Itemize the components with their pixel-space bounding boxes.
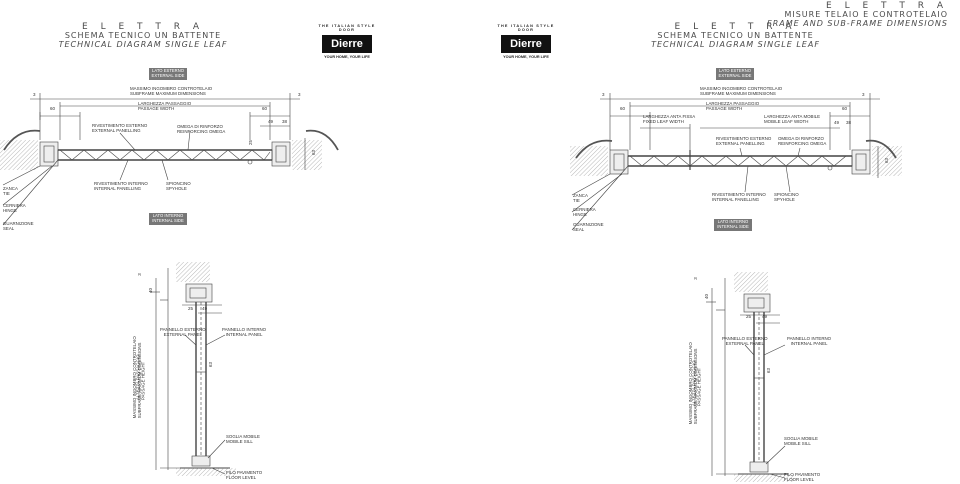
plan-left-drawing: [0, 93, 339, 226]
label-filo: FILO PAVIMENTO FLOOR LEVEL: [226, 470, 263, 481]
label-pan-est: PANNELLO ESTERNO EXTERNAL PANEL: [160, 327, 206, 338]
far-right-title-line2: MISURE TELAIO E CONTROTELAIO: [784, 10, 948, 20]
dim-60: 60: [262, 106, 268, 111]
far-right-title-line3: FRAME AND SUB-FRAME DIMENSIONS: [767, 19, 948, 29]
dim-40: 40: [148, 287, 154, 294]
brand-tagline: YOUR HOME, YOUR LIFE: [324, 55, 370, 59]
label-spioncino: SPIONCINO SPYHOLE: [166, 181, 191, 192]
label-mobile: LARGHEZZA ANTA MOBILE MOBILE LEAF WIDTH: [764, 114, 821, 125]
label-pan-est: PANNELLO ESTERNO EXTERNAL PANEL: [722, 336, 768, 347]
label-pan-int: PANNELLO INTERNO INTERNAL PANEL: [787, 336, 832, 347]
label-soglia: SOGLIA MOBILE MOBILE SILL: [784, 436, 818, 447]
brand-tagline-top: THE ITALIAN STYLE DOOR: [318, 24, 376, 32]
right-title-line2: SCHEMA TECNICO UN BATTENTE: [657, 31, 814, 41]
dim-3: 3: [602, 92, 605, 97]
label-larghezza: LARGHEZZA PASSAGGIO PASSAGE WIDTH: [706, 101, 760, 112]
dierre-logo: Dierre: [501, 35, 551, 53]
internal-side-badge: LATO INTERNO INTERNAL SIDE: [714, 219, 752, 231]
label-zanca: ZANCA TIE: [3, 186, 18, 197]
label-fissa: LARGHEZZA ANTA FISSA FIXED LEAF WIDTH: [643, 114, 696, 125]
label-guarnizione: GUARNIZIONE SEAL: [3, 221, 34, 232]
label-massimo: MASSIMO INGOMBRO CONTROTELAIO SUBFRAME M…: [700, 86, 783, 97]
dim-60: 60: [842, 106, 848, 111]
label-cerniera: CERNIERA HINGE: [3, 203, 26, 214]
label-larghezza: LARGHEZZA PASSAGGIO PASSAGE WIDTH: [138, 101, 192, 112]
left-title-line1: E L E T T R A: [82, 22, 204, 32]
dim-49: 49: [834, 120, 840, 125]
label-altezza: ALTEZZA PASSAGGIO PASSAGE HEIGHT: [135, 354, 146, 401]
label-pan-int: PANNELLO INTERNO INTERNAL PANEL: [222, 327, 267, 338]
label-rivest-est: RIVESTIMENTO ESTERNO EXTERNAL PANELLING: [716, 136, 772, 147]
label-spioncino: SPIONCINO SPYHOLE: [774, 192, 799, 203]
dim-63: 63: [208, 361, 214, 368]
label-guarnizione: GUARNIZIONE SEAL: [573, 222, 604, 233]
right-title-line1: E L E T T R A: [674, 22, 797, 32]
section-left-drawing: [150, 262, 236, 476]
plan-right-drawing: [570, 93, 902, 231]
right-title-line3: TECHNICAL DIAGRAM SINGLE LEAF: [651, 40, 820, 50]
dim-3: 3: [136, 273, 142, 276]
dim-63: 63: [766, 367, 772, 374]
dim-38: 38: [282, 119, 288, 124]
label-soglia: SOGLIA MOBILE MOBILE SILL: [226, 434, 260, 445]
brand-logo-right: THE ITALIAN STYLE DOOR Dierre YOUR HOME,…: [497, 24, 555, 59]
dim-25: 25: [248, 139, 254, 146]
far-right-title-block: E L E T T R A MISURE TELAIO E CONTROTELA…: [758, 1, 948, 29]
left-title-block: E L E T T R A SCHEMA TECNICO UN BATTENTE…: [58, 22, 228, 50]
label-rivest-int: RIVESTIMENTO INTERNO INTERNAL PANELLING: [712, 192, 766, 203]
right-title-block: E L E T T R A SCHEMA TECNICO UN BATTENTE…: [648, 22, 823, 50]
dim-38: 38: [846, 120, 852, 125]
label-omega: OMEGA DI RINFORZO REINFORCING OMEGA: [778, 136, 827, 147]
brand-tagline-top: THE ITALIAN STYLE DOOR: [497, 24, 555, 32]
dim-3: 3: [33, 92, 36, 97]
external-side-badge: LATO ESTERNO EXTERNAL SIDE: [149, 68, 187, 80]
label-cerniera: CERNIERA HINGE: [573, 207, 596, 218]
brand-tagline: YOUR HOME, YOUR LIFE: [503, 55, 549, 59]
dim-63: 63: [311, 149, 317, 156]
dim-60: 60: [620, 106, 626, 111]
far-right-title-line1: E L E T T R A: [826, 1, 948, 11]
dierre-logo: Dierre: [322, 35, 372, 53]
dim-3: 3: [692, 277, 698, 280]
external-side-badge: LATO ESTERNO EXTERNAL SIDE: [716, 68, 754, 80]
section-right-drawing: [706, 272, 794, 482]
left-title-line3: TECHNICAL DIAGRAM SINGLE LEAF: [58, 40, 228, 50]
label-rivest-int: RIVESTIMENTO INTERNO INTERNAL PANELLING: [94, 181, 148, 192]
dim-40: 40: [704, 293, 710, 300]
dim-63: 63: [884, 157, 890, 164]
label-filo: FILO PAVIMENTO FLOOR LEVEL: [784, 472, 821, 483]
dim-25: 25: [746, 314, 752, 319]
dim-49: 49: [762, 314, 768, 319]
dim-49: 49: [202, 306, 208, 311]
label-rivest-est: RIVESTIMENTO ESTERNO EXTERNAL PANELLING: [92, 123, 148, 134]
dim-3: 3: [298, 92, 301, 97]
label-omega: OMEGA DI RINFORZO REINFORCING OMEGA: [177, 124, 226, 135]
label-massimo: MASSIMO INGOMBRO CONTROTELAIO SUBFRAME M…: [130, 86, 213, 97]
label-altezza: ALTEZZA PASSAGGIO PASSAGE HEIGHT: [691, 360, 702, 407]
dim-25: 25: [188, 306, 194, 311]
dim-49: 49: [268, 119, 274, 124]
left-title-line2: SCHEMA TECNICO UN BATTENTE: [64, 31, 222, 41]
brand-logo-left: THE ITALIAN STYLE DOOR Dierre YOUR HOME,…: [318, 24, 376, 59]
internal-side-badge: LATO INTERNO INTERNAL SIDE: [149, 213, 187, 225]
label-zanca: ZANCA TIE: [573, 193, 588, 204]
dim-3: 3: [862, 92, 865, 97]
dim-60: 60: [50, 106, 56, 111]
